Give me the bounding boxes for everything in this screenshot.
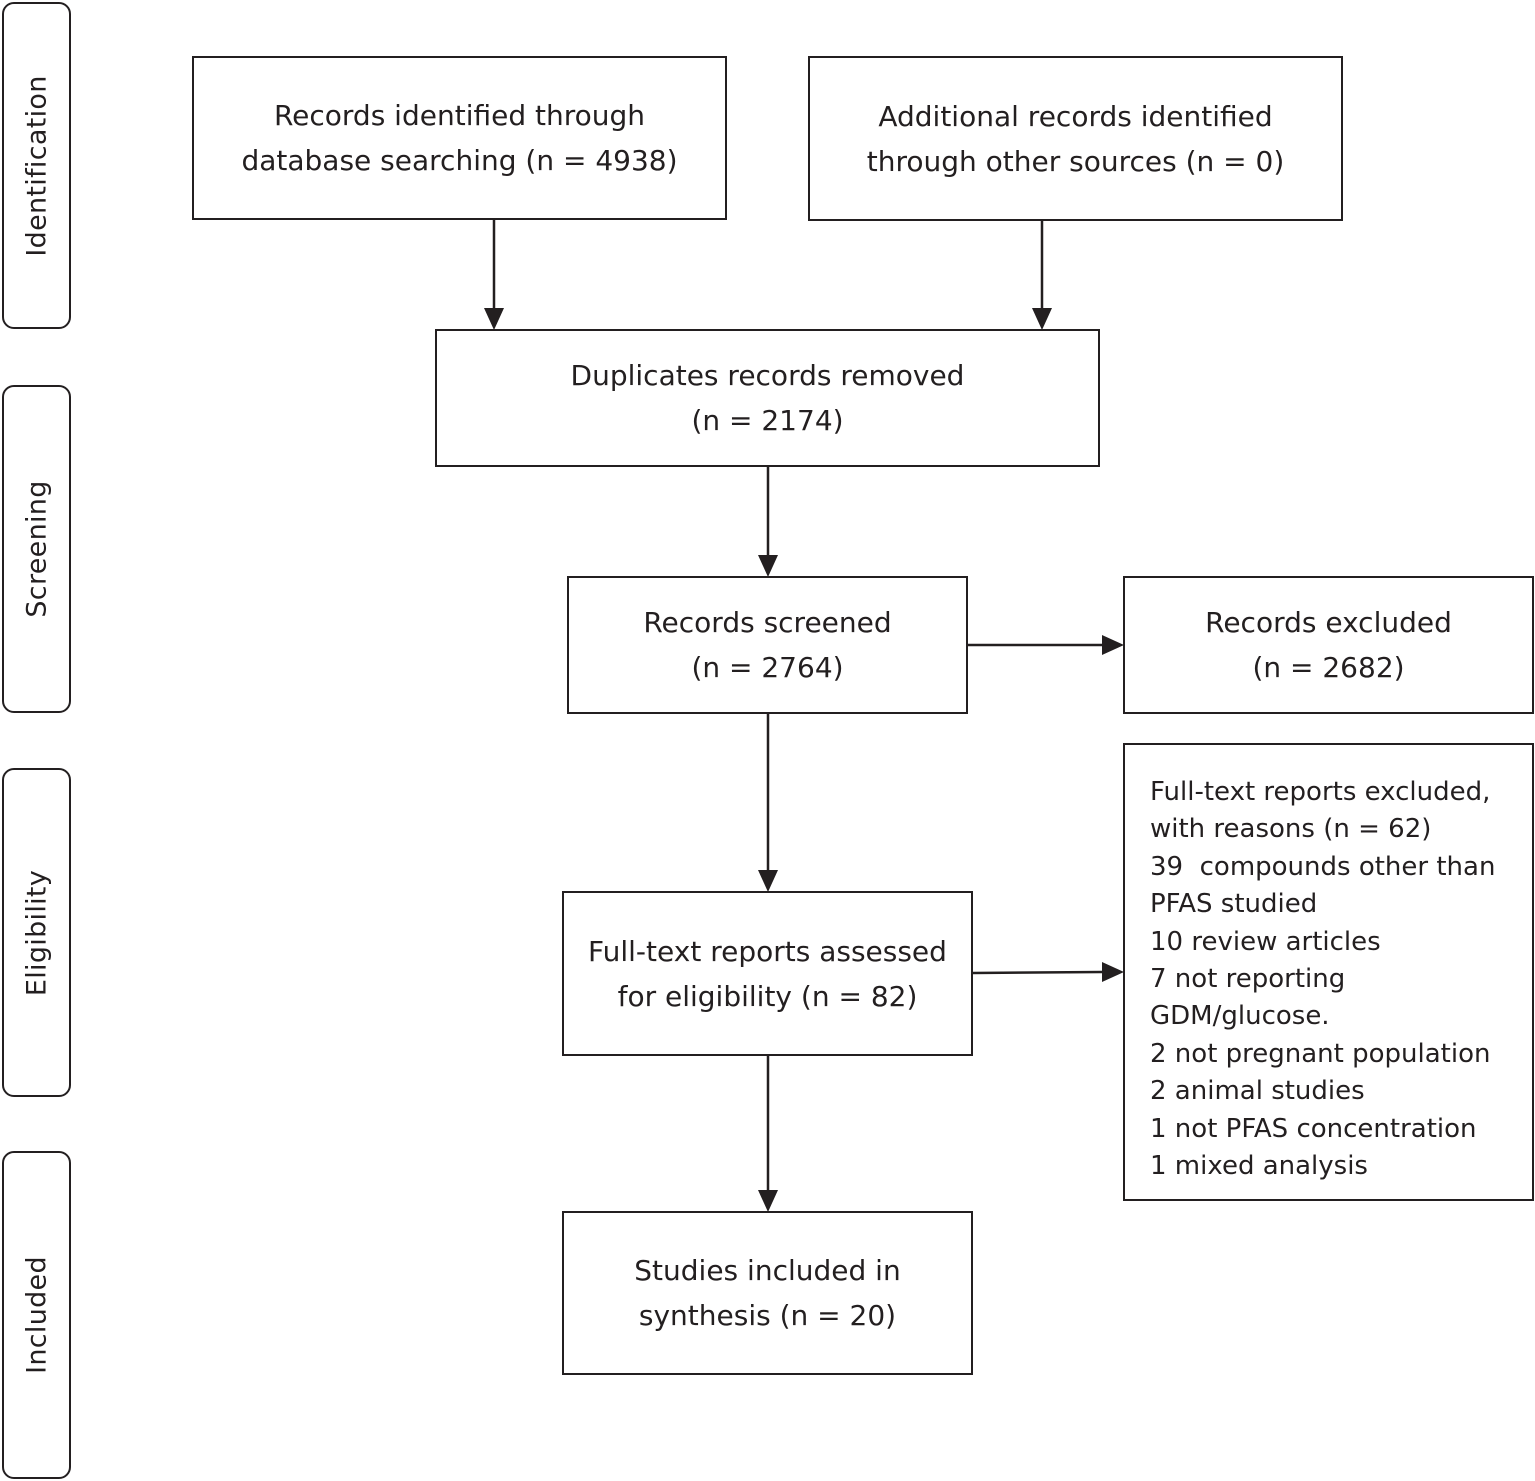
phase-included-label: Included	[21, 1256, 52, 1374]
fulltext-assessed-line1: Full-text reports assessed	[588, 934, 947, 968]
database-search-line1: Records identified through	[273, 99, 646, 132]
other-sources-line1: Additional records identified	[878, 99, 1273, 133]
phase-eligibility-label: Eligibility	[21, 869, 52, 996]
records-screened-line2: (n = 2764)	[691, 651, 844, 684]
arrowhead-fulltext-to-excluded	[1102, 962, 1124, 982]
box-studies-included: Studies included in synthesis (n = 20)	[562, 1211, 973, 1375]
fulltext-excluded-line: 1 mixed analysis	[1150, 1151, 1368, 1182]
fulltext-excluded-line: 2 not pregnant population	[1150, 1038, 1491, 1069]
fulltext-excluded-line: 7 not reporting	[1150, 964, 1346, 995]
records-excluded-line2: (n = 2682)	[1252, 651, 1405, 684]
records-excluded-line1: Records excluded	[1205, 606, 1452, 639]
arrowhead-fulltext-to-included	[758, 1190, 778, 1212]
fulltext-excluded-line: with reasons (n = 62)	[1150, 814, 1432, 845]
duplicates-removed-line2: (n = 2174)	[691, 404, 844, 437]
arrow-fulltext-to-excluded-line	[972, 970, 1103, 975]
studies-included-line2: synthesis (n = 20)	[638, 1299, 897, 1332]
arrowhead-screened-to-excluded	[1102, 635, 1124, 655]
phase-identification-label: Identification	[21, 74, 52, 257]
box-duplicates-removed: Duplicates records removed (n = 2174)	[435, 329, 1100, 467]
fulltext-excluded-line: 2 animal studies	[1150, 1076, 1365, 1107]
studies-included-line1: Studies included in	[634, 1254, 901, 1287]
box-fulltext-excluded: Full-text reports excluded, with reasons…	[1123, 743, 1534, 1201]
arrowhead-database-to-duplicates	[484, 308, 504, 330]
arrowhead-duplicates-to-screened	[758, 555, 778, 577]
box-records-excluded: Records excluded (n = 2682)	[1123, 576, 1534, 714]
arrowhead-screened-to-fulltext	[758, 870, 778, 892]
fulltext-excluded-line: 10 review articles	[1150, 926, 1381, 957]
duplicates-removed-line1: Duplicates records removed	[570, 359, 965, 392]
phase-screening: Screening	[2, 385, 71, 713]
phase-eligibility: Eligibility	[2, 768, 71, 1097]
box-database-search: Records identified through database sear…	[192, 56, 727, 220]
fulltext-excluded-line: PFAS studied	[1150, 889, 1318, 920]
phase-identification: Identification	[2, 2, 71, 329]
arrowhead-other-to-duplicates	[1032, 308, 1052, 330]
fulltext-excluded-line: 39 compounds other than	[1150, 851, 1496, 882]
phase-included: Included	[2, 1151, 71, 1479]
fulltext-assessed-line2: for eligibility (n = 82)	[617, 979, 918, 1013]
fulltext-excluded-line: Full-text reports excluded,	[1150, 777, 1491, 807]
other-sources-line2: through other sources (n = 0)	[866, 144, 1285, 178]
fulltext-excluded-line: 1 not PFAS concentration	[1150, 1113, 1477, 1144]
phase-screening-label: Screening	[21, 480, 52, 618]
database-search-line2: database searching (n = 4938)	[241, 144, 678, 177]
box-records-screened: Records screened (n = 2764)	[567, 576, 968, 714]
box-fulltext-assessed: Full-text reports assessed for eligibili…	[562, 891, 973, 1056]
fulltext-excluded-line: GDM/glucose.	[1150, 1001, 1330, 1032]
box-other-sources: Additional records identified through ot…	[808, 56, 1343, 221]
records-screened-line1: Records screened	[643, 606, 892, 639]
